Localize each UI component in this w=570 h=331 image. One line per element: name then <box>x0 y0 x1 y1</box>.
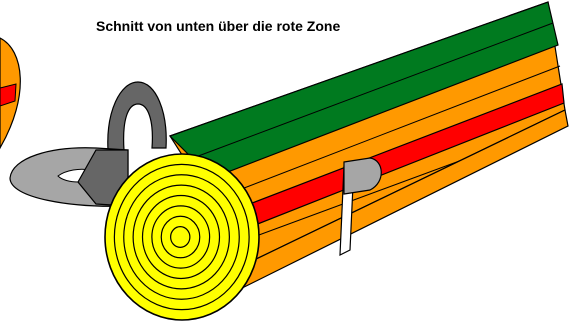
growth-ring <box>171 227 190 248</box>
log-end-face <box>105 154 259 320</box>
adjacent-log-end <box>0 38 20 148</box>
saw-handle-ring <box>108 82 166 150</box>
diagram-caption: Schnitt von unten über die rote Zone <box>96 18 340 34</box>
